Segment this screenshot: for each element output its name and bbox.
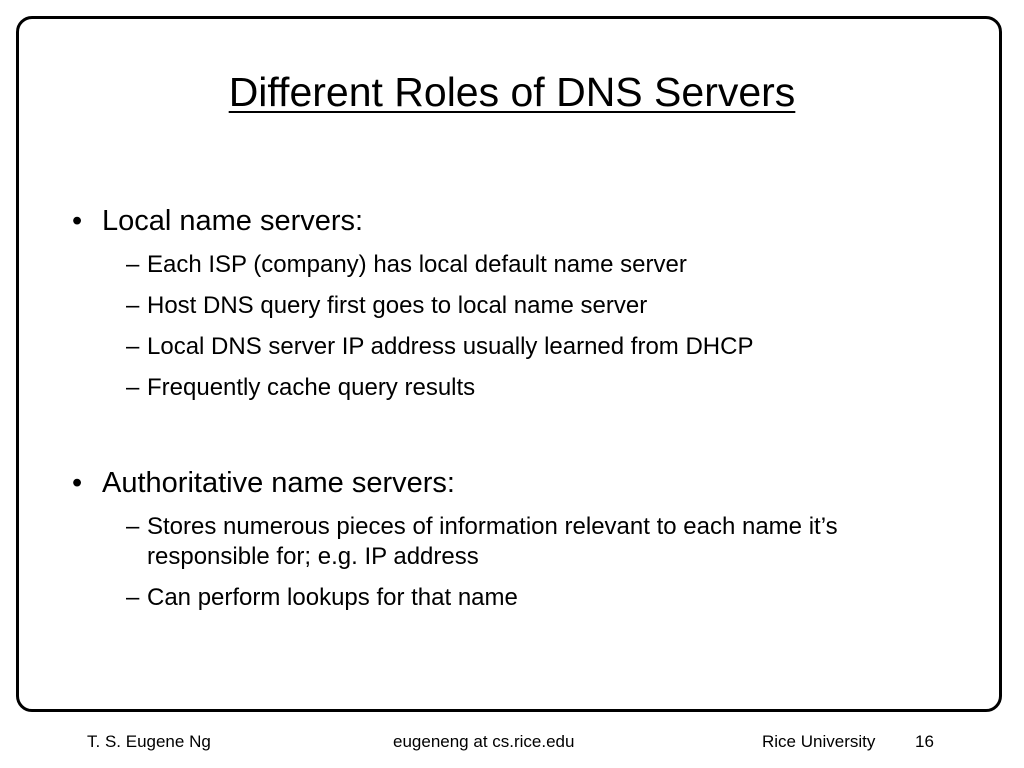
sub-list-local: –Each ISP (company) has local default na… <box>126 250 907 403</box>
sub-item-text: Local DNS server IP address usually lear… <box>147 333 754 360</box>
sub-list-authoritative: –Stores numerous pieces of information r… <box>126 512 907 613</box>
slide-title: Different Roles of DNS Servers <box>228 69 796 115</box>
sub-item: –Frequently cache query results <box>126 373 907 403</box>
dash-marker: – <box>126 584 140 611</box>
sub-item-text: Host DNS query first goes to local name … <box>147 292 648 319</box>
dash-marker: – <box>126 292 140 319</box>
bullet-local-name-servers: • Local name servers: <box>72 204 952 238</box>
sub-item: –Each ISP (company) has local default na… <box>126 250 907 280</box>
sub-item: –Stores numerous pieces of information r… <box>126 512 867 572</box>
dash-marker: – <box>126 333 140 360</box>
bullet-heading: Local name servers: <box>102 205 364 237</box>
sub-item-text: Can perform lookups for that name <box>147 584 518 611</box>
sub-item: –Can perform lookups for that name <box>126 583 907 613</box>
footer-email: eugeneng at cs.rice.edu <box>393 732 575 751</box>
sub-item-text: Frequently cache query results <box>147 374 476 401</box>
sub-item-text: Each ISP (company) has local default nam… <box>147 251 687 278</box>
sub-item: –Host DNS query first goes to local name… <box>126 291 907 321</box>
bullet-heading: Authoritative name servers: <box>102 467 455 499</box>
dash-marker: – <box>126 251 140 278</box>
footer-author: T. S. Eugene Ng <box>87 732 211 751</box>
slide-frame <box>16 16 1002 712</box>
sub-item: –Local DNS server IP address usually lea… <box>126 332 907 362</box>
footer-page-number: 16 <box>915 732 934 751</box>
bullet-marker: • <box>72 467 83 499</box>
sub-item-text: Stores numerous pieces of information re… <box>147 513 838 570</box>
dash-marker: – <box>126 374 140 401</box>
bullet-authoritative-name-servers: • Authoritative name servers: <box>72 466 952 500</box>
footer-institution: Rice University <box>762 732 876 751</box>
dash-marker: – <box>126 513 140 540</box>
bullet-marker: • <box>72 205 83 237</box>
